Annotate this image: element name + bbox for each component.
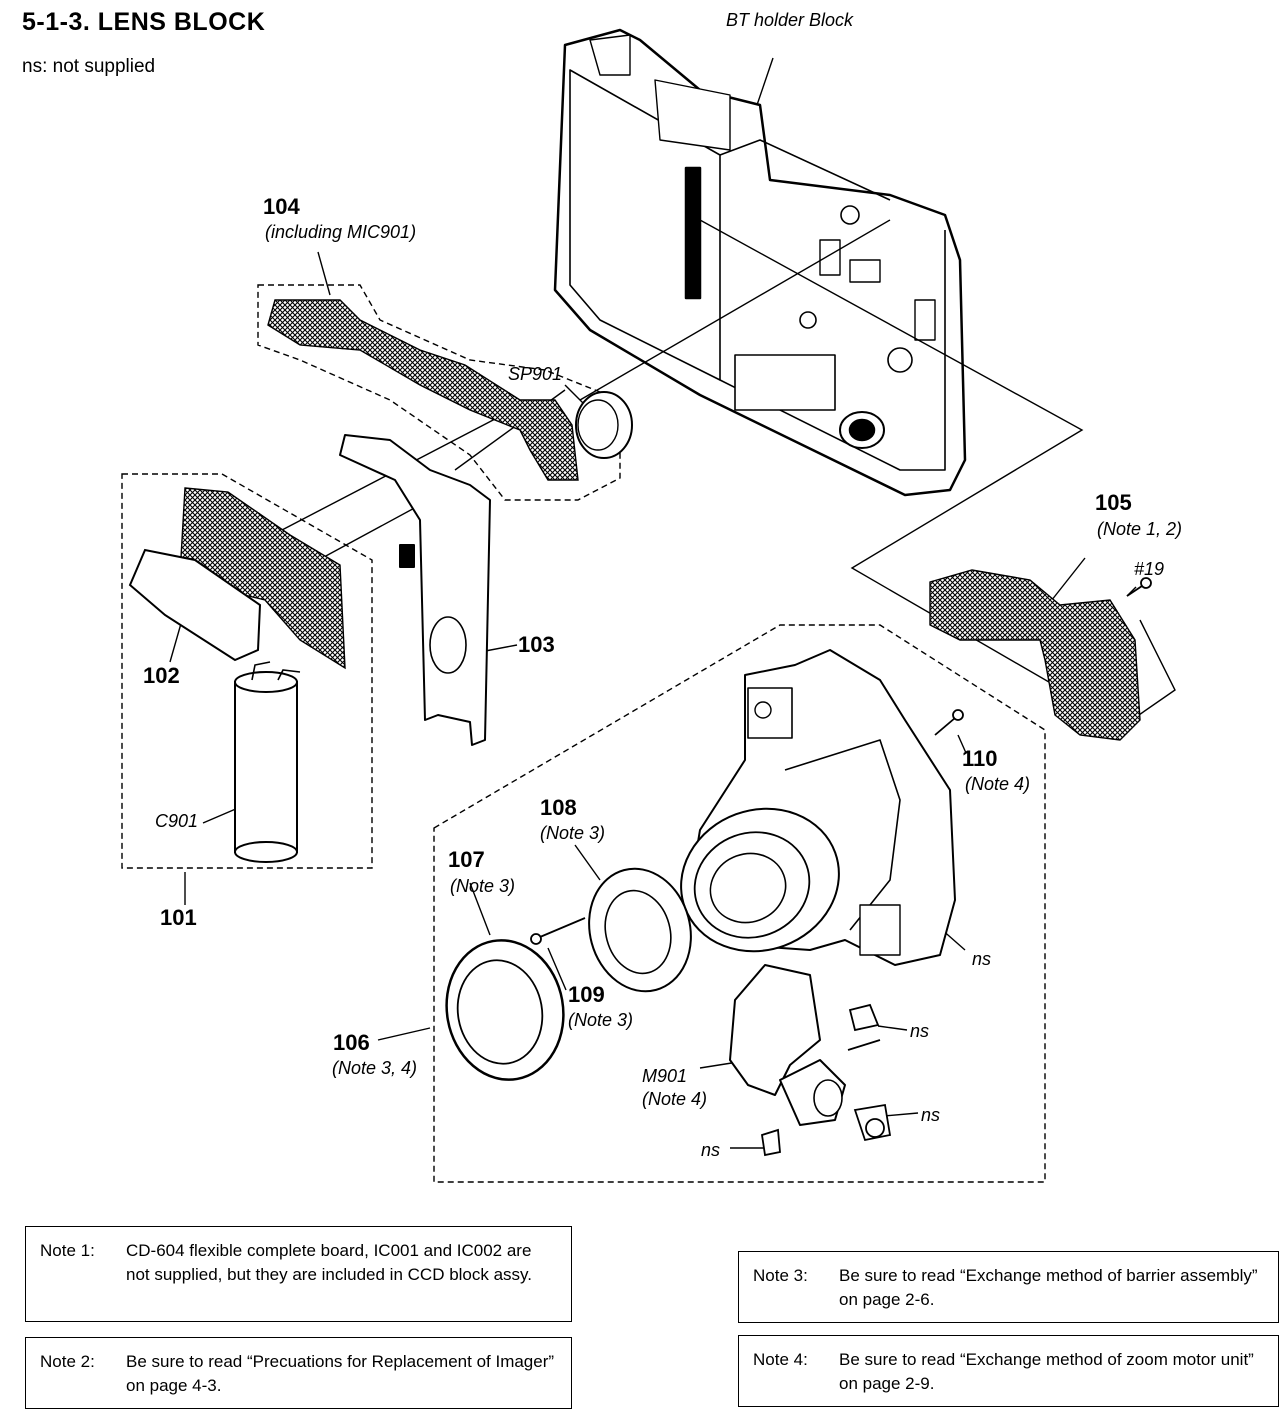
label-part-105-note: (Note 1, 2): [1097, 519, 1182, 539]
note-1-box: Note 1: CD-604 flexible complete board, …: [25, 1226, 572, 1322]
note-label: Note 2:: [40, 1352, 95, 1371]
note-label: Note 4:: [753, 1350, 808, 1369]
part-104-flex-board: [267, 299, 579, 481]
part-105-flex-board: [929, 569, 1141, 741]
note-text: Be sure to read “Precuations for Replace…: [126, 1352, 555, 1395]
screw-109: [530, 917, 586, 945]
note-label: Note 1:: [40, 1241, 95, 1260]
bt-holder-block: [553, 28, 967, 497]
label-part-103: 103: [518, 632, 555, 657]
label-ns: ns: [972, 949, 991, 969]
lens-barrel: [680, 649, 956, 966]
label-ns: ns: [910, 1021, 929, 1041]
m901-motor: [729, 964, 846, 1126]
note-text: Be sure to read “Exchange method of barr…: [839, 1266, 1258, 1309]
label-screw-19: #19: [1134, 559, 1164, 579]
label-part-106-note: (Note 3, 4): [332, 1058, 417, 1078]
screw-110: [934, 709, 964, 736]
note-text: Be sure to read “Exchange method of zoom…: [839, 1350, 1254, 1393]
note-text: CD-604 flexible complete board, IC001 an…: [126, 1241, 533, 1284]
page-title: 5-1-3. LENS BLOCK: [22, 8, 266, 36]
label-part-105: 105: [1095, 490, 1132, 515]
label-part-104: 104: [263, 194, 300, 219]
label-part-110: 110: [962, 746, 998, 771]
label-part-110-note: (Note 4): [965, 774, 1030, 794]
ns-small-parts: [760, 1003, 892, 1157]
part-103-bracket: [339, 434, 491, 746]
label-ns: ns: [921, 1105, 940, 1125]
screw-19: [1126, 577, 1152, 597]
label-part-107: 107: [448, 847, 485, 872]
part-108-ring: [588, 867, 692, 993]
label-part-107-note: (Note 3): [450, 876, 515, 896]
label-m901: M901: [642, 1066, 687, 1086]
label-part-102: 102: [143, 663, 180, 688]
exploded-diagram: BT holder Block 104 (including MIC901) S…: [121, 10, 1182, 1183]
label-part-104-note: (including MIC901): [265, 222, 416, 242]
label-part-109-note: (Note 3): [568, 1010, 633, 1030]
label-part-106: 106: [333, 1030, 370, 1055]
sp901-speaker: [575, 391, 633, 459]
assembly-boundaries: [121, 284, 1046, 1183]
label-part-101: 101: [160, 905, 197, 930]
label-m901-note: (Note 4): [642, 1089, 707, 1109]
legend-ns: ns: not supplied: [22, 56, 156, 77]
part-107-ring: [445, 939, 565, 1081]
c901-capacitor: [234, 661, 301, 863]
label-part-108-note: (Note 3): [540, 823, 605, 843]
note-label: Note 3:: [753, 1266, 808, 1285]
label-part-109: 109: [568, 982, 605, 1007]
label-sp901: SP901: [508, 364, 562, 384]
part-102-cover: [128, 548, 262, 662]
note-2-box: Note 2: Be sure to read “Precuations for…: [25, 1337, 572, 1409]
note-3-box: Note 3: Be sure to read “Exchange method…: [738, 1251, 1279, 1323]
label-bt-holder: BT holder Block: [726, 10, 854, 30]
label-c901: C901: [155, 811, 198, 831]
label-ns: ns: [701, 1140, 720, 1160]
label-part-108: 108: [540, 795, 577, 820]
note-4-box: Note 4: Be sure to read “Exchange method…: [738, 1335, 1279, 1407]
